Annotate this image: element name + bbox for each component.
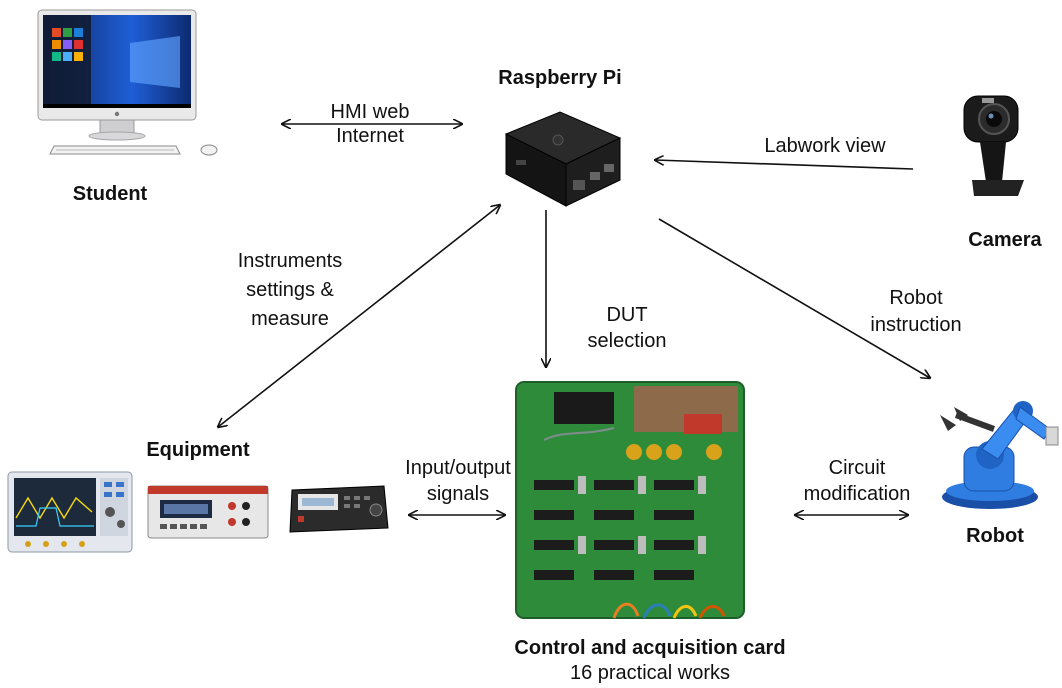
computer-icon <box>37 9 218 156</box>
edge-label-instruments-line1: Instruments <box>237 250 343 272</box>
edge-label-robot-instruction: Robot instruction <box>836 285 996 339</box>
node-raspberry-pi-label: Raspberry Pi <box>498 67 622 89</box>
edge-label-dut: DUT selection <box>562 302 692 354</box>
edge-label-io-line2: signals <box>426 483 490 505</box>
edge-label-instruments-line3: measure <box>251 308 329 330</box>
node-student-label: Student <box>72 183 148 205</box>
arrow-pi-equipment <box>218 205 500 427</box>
raspberry-pi-icon <box>504 111 622 207</box>
acquisition-card-icon <box>515 381 745 619</box>
edge-label-dut-line2: selection <box>587 330 667 352</box>
edge-label-instruments: Instruments settings & measure <box>210 247 370 334</box>
edge-label-circuit-line1: Circuit <box>828 457 886 479</box>
edge-label-circuit: Circuit modification <box>782 455 932 507</box>
edge-label-circuit-line2: modification <box>803 483 911 505</box>
edge-label-hmi-line1: HMI web <box>330 101 410 123</box>
node-equipment-label: Equipment <box>146 439 250 461</box>
multimeter-icon <box>147 485 269 539</box>
edge-label-hmi: HMI web Internet <box>300 100 440 148</box>
robot-arm-icon <box>940 401 1059 509</box>
edge-label-dut-line1: DUT <box>606 304 648 326</box>
edge-label-io: Input/output signals <box>378 455 538 507</box>
edge-label-instruments-line2: settings & <box>246 279 334 301</box>
oscilloscope-icon <box>7 471 133 553</box>
arrow-pi-robot <box>658 218 930 378</box>
edge-label-robot-instruction-line2: instruction <box>870 314 962 336</box>
node-robot-label: Robot <box>966 525 1024 547</box>
edge-label-labwork: Labwork view <box>764 135 886 157</box>
node-card-subtitle: 16 practical works <box>569 662 731 684</box>
node-camera-label: Camera <box>968 229 1042 251</box>
edge-label-hmi-line2: Internet <box>336 125 404 147</box>
edge-label-robot-instruction-line1: Robot <box>889 287 943 309</box>
source-meter-icon <box>289 485 389 533</box>
arrow-camera-pi <box>655 160 914 170</box>
node-card-title: Control and acquisition card <box>514 637 786 659</box>
edge-label-io-line1: Input/output <box>405 457 511 479</box>
camera-icon <box>963 95 1024 196</box>
